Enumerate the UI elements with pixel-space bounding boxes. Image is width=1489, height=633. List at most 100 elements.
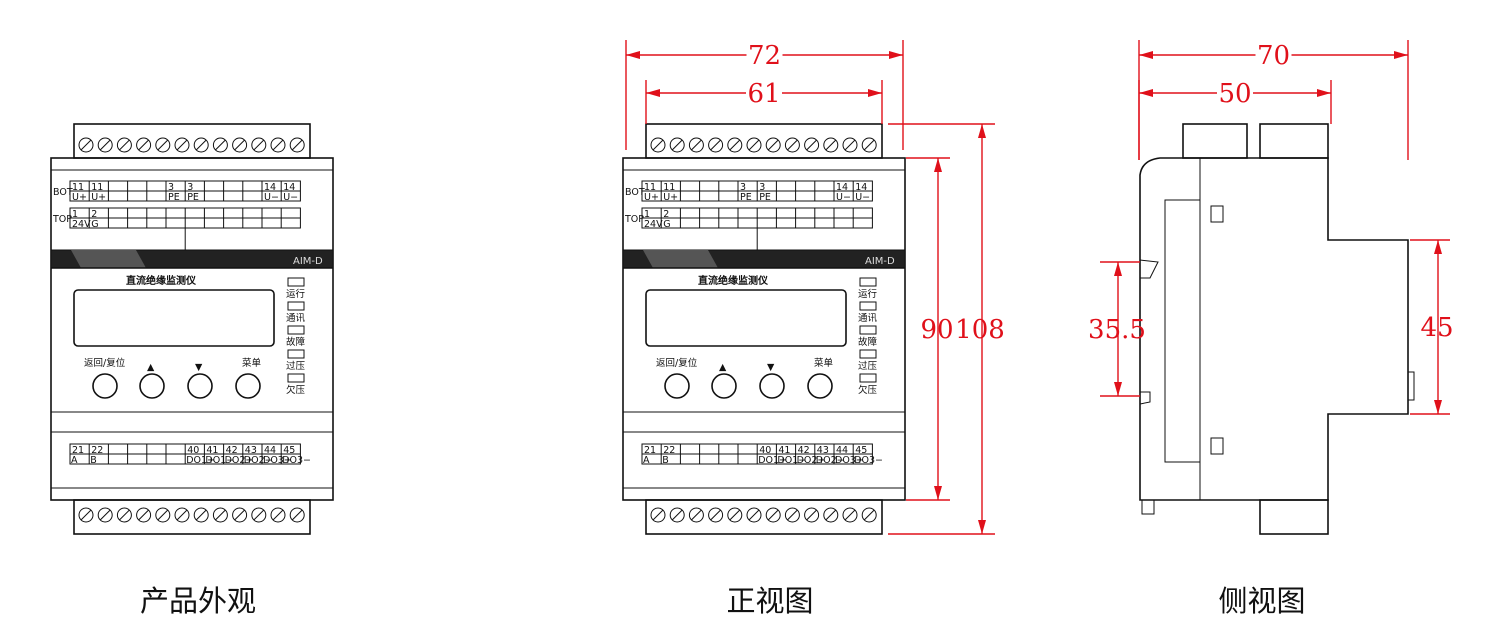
terminal-screw-icon [97,137,113,153]
screw-slot [767,139,779,151]
terminal-screw-icon [270,137,286,153]
bottom-terminal-block [645,499,883,535]
terminal-screw-icon [289,137,305,153]
screw-slot [652,139,664,151]
screw-slot [195,509,207,521]
screw-slot [710,509,721,521]
terminal-number: 11 [91,182,103,193]
terminal-signal: A [71,455,78,466]
terminal-signal: U+ [663,192,678,203]
screw-slot [157,509,169,521]
terminal-number: 45 [283,445,295,456]
front-button [711,373,737,399]
row-label-top: TOP [52,214,72,225]
terminal-number: 22 [663,445,675,456]
terminal-screw-icon [116,507,132,523]
button-label-down: ▼ [767,362,775,373]
terminal-number: 21 [72,445,84,456]
terminal-screw-icon [688,137,704,153]
dim-side-depth-total-arrow [1394,51,1408,59]
terminal-screw-icon [78,137,94,153]
screw-slot [671,139,683,151]
terminal-signal: B [662,455,669,466]
button-label-up: ▲ [147,362,155,373]
caption-side-view: 侧视图 [1218,584,1306,618]
terminal-screw-icon [155,137,171,153]
terminal-screw-icon [784,507,800,523]
led-label: 故障 [858,336,878,348]
dim-front-width-total-arrow [626,51,640,59]
terminal-number: 44 [836,445,848,456]
terminal-screw-icon [212,507,228,523]
terminal-screw-icon [289,507,305,523]
screw-slot [767,509,779,521]
band-stripe [71,250,146,268]
terminal-signal: DO3+ [835,455,864,466]
led-label: 过压 [858,360,878,372]
terminal-number: 42 [798,445,810,456]
screw-slot [215,139,226,151]
screw-slot [748,139,760,151]
terminal-number: 2 [663,209,669,220]
terminal-screw-icon [97,507,113,523]
terminal-number: 41 [206,445,218,456]
screw-slot [806,509,817,521]
terminal-signal: 24V [72,219,91,230]
terminal-number: 3 [168,182,174,193]
screw-slot [825,139,837,151]
terminal-screw-icon [251,137,267,153]
screw-slot [157,139,169,151]
terminal-signal: 24V [644,219,663,230]
device-front-view: BOTTOP11U+11U+3PE3PE14U−14U−124V2GAIM-D直… [622,123,906,535]
screw-slot [176,509,188,521]
side-tab [1407,371,1415,401]
dim-front-height-total-arrow [978,124,986,138]
dim-side-depth-body-arrow [1139,89,1153,97]
button-label-up: ▲ [719,362,727,373]
terminal-screw-icon [727,137,743,153]
button-label-return: 返回/复位 [656,357,698,369]
screw-slot [272,139,284,151]
terminal-screw-icon [804,507,820,523]
screw-slot [234,139,245,151]
terminal-number: 3 [187,182,193,193]
terminal-screw-icon [842,137,858,153]
screw-slot [844,509,856,521]
front-button [235,373,261,399]
terminal-screw-icon [174,137,190,153]
screw-slot [748,509,760,521]
screw-slot [863,509,875,521]
led-label: 运行 [858,288,878,300]
terminal-screw-icon [804,137,820,153]
screw-slot [234,509,245,521]
terminal-screw-icon [688,507,704,523]
dim-front-height-body-label: 90 [920,315,953,345]
dim-front-height-total-arrow [978,520,986,534]
screw-slot [253,139,265,151]
terminal-number: 11 [72,182,84,193]
led-indicator [859,301,877,311]
screw-slot [215,509,226,521]
terminal-signal: U− [264,192,279,203]
screw-slot [99,509,111,521]
terminal-signal: A [643,455,650,466]
terminal-screw-icon [174,507,190,523]
terminal-signal: U+ [91,192,106,203]
lcd-display [645,289,847,347]
terminal-number: 40 [759,445,771,456]
screw-slot [863,139,875,151]
terminal-screw-icon [746,137,762,153]
terminal-number: 1 [644,209,650,220]
terminal-number: 3 [740,182,746,193]
bottom-terminal-block [73,499,311,535]
led-indicator [859,373,877,383]
led-label: 过压 [286,360,306,372]
terminal-screw-icon [116,137,132,153]
terminal-screw-icon [669,137,685,153]
terminal-number: 14 [264,182,276,193]
led-indicator [287,349,305,359]
terminal-screw-icon [232,137,248,153]
terminal-screw-icon [727,507,743,523]
device-name: 直流绝缘监测仪 [126,274,197,287]
screw-slot [291,509,303,521]
